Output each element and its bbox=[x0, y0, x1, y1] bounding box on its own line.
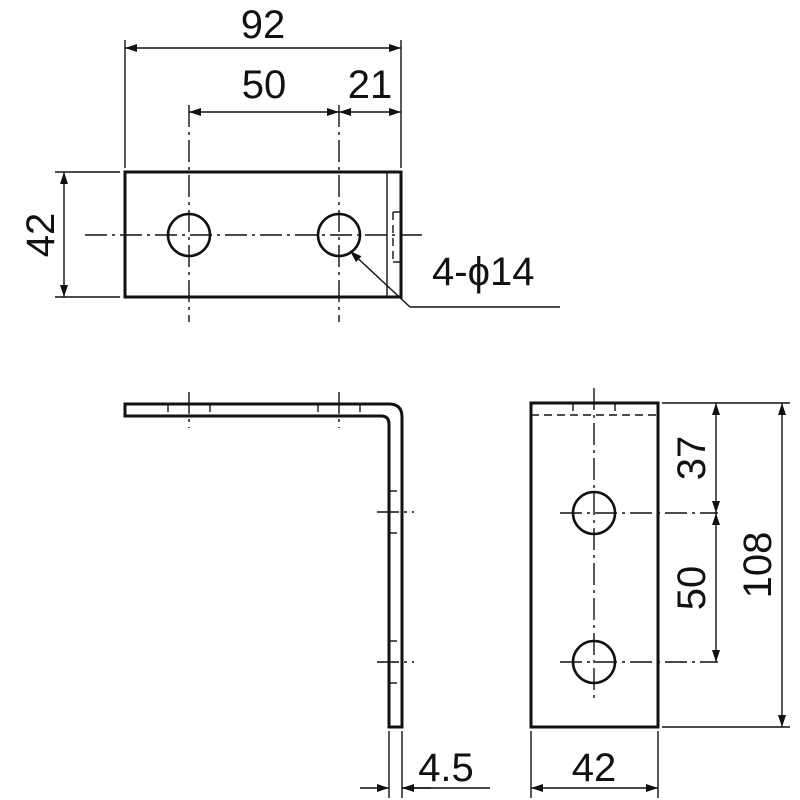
hole-callout: 4-ϕ14 bbox=[432, 250, 534, 294]
side-view: 37 50 108 42 bbox=[529, 388, 790, 798]
dimension-hole-pitch: 50 bbox=[242, 63, 287, 107]
dimension-overall-width: 92 bbox=[241, 3, 286, 47]
dimension-width: 42 bbox=[572, 746, 617, 790]
leader-line bbox=[349, 250, 411, 308]
dimension-side-hole-pitch: 50 bbox=[670, 566, 714, 611]
dimension-thickness: 4.5 bbox=[418, 746, 474, 790]
front-view: 4.5 bbox=[123, 392, 490, 798]
dimension-hole-offset: 37 bbox=[670, 436, 714, 481]
dimension-hole-to-edge: 21 bbox=[348, 63, 393, 107]
dimension-height: 42 bbox=[19, 213, 63, 258]
top-view: 92 50 21 42 4-ϕ14 bbox=[19, 3, 560, 322]
angle-bracket-section bbox=[123, 402, 404, 729]
dimension-overall-height: 108 bbox=[736, 532, 780, 599]
